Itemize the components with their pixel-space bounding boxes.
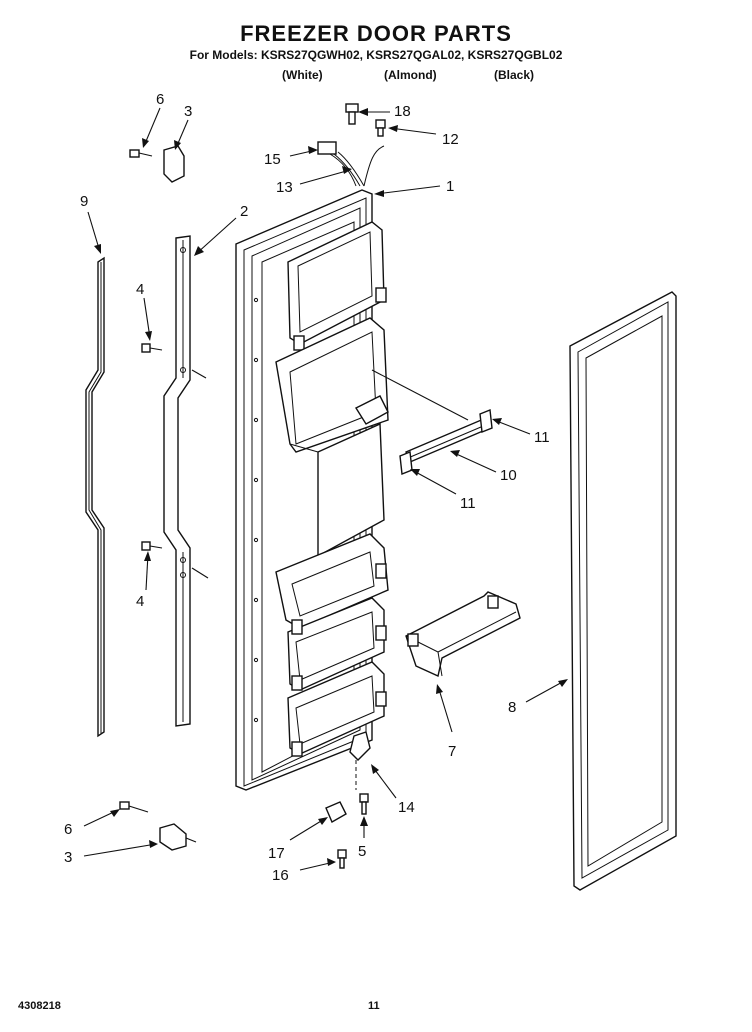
- part-4-screw-lower: [141, 541, 163, 551]
- callout-17: 17: [268, 845, 285, 862]
- part-11-end-cap-left: [399, 451, 413, 475]
- callout-4-upper: 4: [136, 281, 144, 298]
- part-5-screw: [359, 793, 369, 815]
- callout-5: 5: [358, 843, 366, 860]
- part-2-handle-bracket: [163, 235, 209, 727]
- header: FREEZER DOOR PARTS For Models: KSRS27QGW…: [0, 21, 752, 63]
- part-7-door-bin: [405, 591, 521, 677]
- part-10-trim-strip: [405, 417, 491, 463]
- part-3-hinge-cap-bottom: [159, 823, 197, 851]
- door-liner-dispenser-area: [275, 317, 389, 575]
- document-number: 4308218: [18, 1000, 61, 1012]
- callout-16: 16: [272, 867, 289, 884]
- part-6-screw-bottom: [119, 801, 149, 813]
- callout-11-right: 11: [534, 429, 550, 446]
- callout-6-bottom: 6: [64, 821, 72, 838]
- part-14-hinge-bushing: [349, 731, 371, 790]
- part-4-screw-upper: [141, 343, 163, 353]
- callout-1: 1: [446, 178, 454, 195]
- part-17-hinge-block: [325, 801, 347, 823]
- callout-10: 10: [500, 467, 517, 484]
- callout-4-lower: 4: [136, 593, 144, 610]
- door-liner-lower-shelf-3: [287, 661, 387, 757]
- callout-15: 15: [264, 151, 281, 168]
- part-3-hinge-cap-top: [163, 145, 185, 183]
- model-list: For Models: KSRS27QGWH02, KSRS27QGAL02, …: [189, 48, 563, 62]
- part-8-door-gasket: [569, 291, 677, 891]
- door-liner-lower-shelf-1: [275, 533, 389, 629]
- part-12-screw: [375, 119, 386, 137]
- callout-12: 12: [442, 131, 459, 148]
- variant-white: (White): [282, 68, 323, 82]
- callout-9: 9: [80, 193, 88, 210]
- variant-black: (Black): [494, 68, 535, 82]
- part-9-seal-strip: [85, 256, 105, 738]
- part-15-wire-connector: [317, 141, 385, 187]
- variant-almond: (Almond): [384, 68, 437, 82]
- door-liner-upper-shelf: [287, 221, 387, 351]
- part-6-screw-top: [129, 149, 153, 158]
- callout-11-left: 11: [460, 495, 476, 512]
- page-title: FREEZER DOOR PARTS: [240, 21, 512, 46]
- callout-3-bottom: 3: [64, 849, 72, 866]
- part-18-screw: [345, 103, 359, 125]
- callout-6-top: 6: [156, 91, 164, 108]
- door-liner-lower-shelf-2: [287, 597, 387, 691]
- callout-14: 14: [398, 799, 415, 816]
- callout-leader-lines: [83, 107, 568, 871]
- part-16-screw: [337, 849, 347, 869]
- part-11-end-cap-right: [479, 409, 493, 433]
- callout-7: 7: [448, 743, 456, 760]
- callout-13: 13: [276, 179, 293, 196]
- callout-3-top: 3: [184, 103, 192, 120]
- page-number: 11: [368, 1000, 380, 1012]
- callout-18: 18: [394, 103, 411, 120]
- callout-8: 8: [508, 699, 516, 716]
- callout-2: 2: [240, 203, 248, 220]
